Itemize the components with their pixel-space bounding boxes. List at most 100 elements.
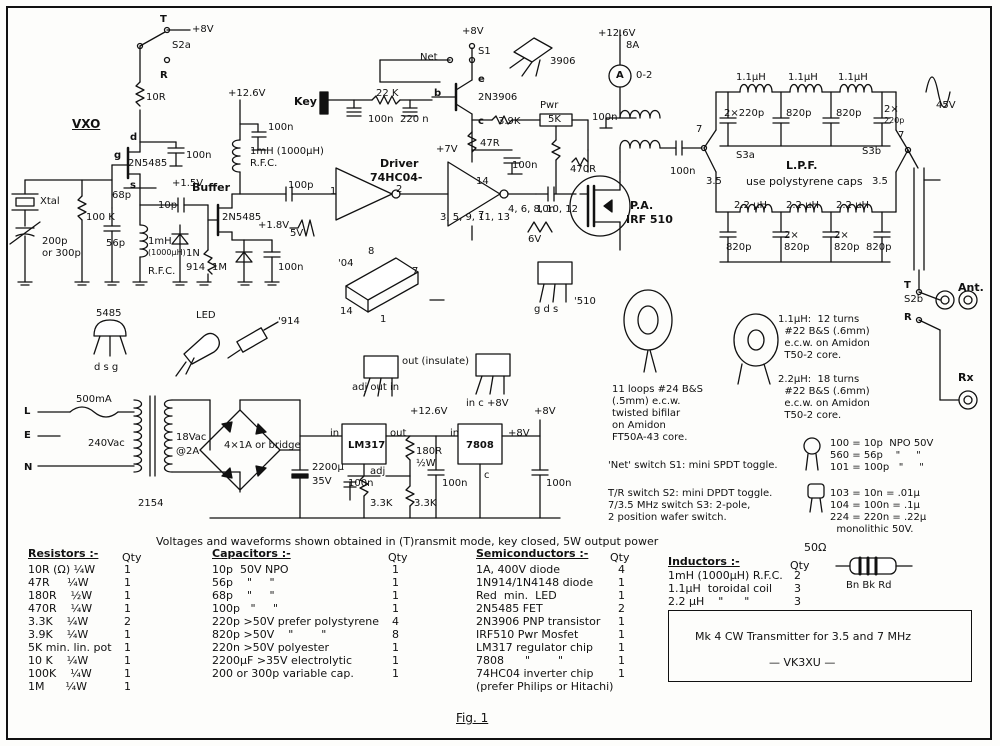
rf-waveform <box>925 76 951 108</box>
resistor-qty: 1 <box>124 563 131 576</box>
lpf-heading: L.P.F. <box>786 159 818 172</box>
label-plus12v-c: +12.6V <box>410 406 448 417</box>
to220-510-sketch <box>537 261 573 303</box>
label-1m: 1M <box>212 262 227 273</box>
label-plus8v-c: +8V <box>508 428 530 439</box>
resistor-3k3-a <box>359 475 369 497</box>
label-t-b: T <box>904 280 911 291</box>
label-in-b: in <box>450 428 460 439</box>
label-2n5485-b: 2N5485 <box>222 212 262 223</box>
rfc-1mh-vxo <box>139 224 149 258</box>
label-2n3906: 2N3906 <box>478 92 518 103</box>
inductor-2u2-c <box>839 203 873 213</box>
resistor-qty: 1 <box>124 589 131 602</box>
resistor-item: 47R ¼W <box>28 576 89 589</box>
semiconductor-item: 1A, 400V diode <box>476 563 561 576</box>
key-jack <box>319 91 329 115</box>
label-out-insulate: out (insulate) <box>402 356 470 367</box>
capacitor-item: 2200µF >35V electrolytic <box>212 654 352 667</box>
label-gate-in: 1 <box>330 186 337 197</box>
inductor-1u1-c <box>839 83 873 93</box>
inductor-qty: 2 <box>794 569 801 582</box>
capacitor-item: 820p >50V " " <box>212 628 327 641</box>
label-s3a: S3a <box>736 150 755 161</box>
transistor-2n3906 <box>439 79 473 115</box>
label-2x-b: 2× <box>784 230 799 241</box>
label-b: b <box>434 88 442 99</box>
label-1mh-b: 1mH <box>148 236 172 247</box>
label-band-7a: 7 <box>696 124 703 135</box>
ammeter-label: A <box>616 70 624 81</box>
capacitor-item: 56p " " <box>212 576 275 589</box>
lpf-bottom-shunt-caps <box>719 211 891 263</box>
cap-disc-sketches <box>803 437 825 513</box>
lpf-top-shunt-caps <box>719 91 891 147</box>
author-text: — VK3XU — <box>769 656 836 669</box>
semis-qty-heading: Qty <box>610 551 630 564</box>
inductors-heading: Inductors :- <box>668 555 740 568</box>
label-22k: 22 K <box>376 88 399 99</box>
label-lm317: LM317 <box>348 440 386 451</box>
capacitor-qty: 4 <box>392 615 399 628</box>
label-10r: 10R <box>146 92 166 103</box>
antenna-socket <box>935 290 955 310</box>
label-ic14: 14 <box>340 306 353 317</box>
label-2a: @2A <box>176 446 200 457</box>
semiconductor-item: 1N914/1N4148 diode <box>476 576 594 589</box>
figure-caption: Fig. 1 <box>456 711 489 725</box>
capacitor-qty: 8 <box>392 628 399 641</box>
label-xtal: Xtal <box>40 196 60 207</box>
label-180r-w: ½W <box>416 458 436 469</box>
capacitor-qty: 1 <box>392 576 399 589</box>
label-in-a: in <box>330 428 340 439</box>
semiconductor-qty: 1 <box>618 628 625 641</box>
label-r: R <box>160 70 168 81</box>
label-100n-b: 100n <box>278 262 304 273</box>
diode-914-sketch <box>227 321 279 359</box>
capacitor-qty: 1 <box>392 563 399 576</box>
label-r-b: R <box>904 312 912 323</box>
lpf-note: use polystyrene caps <box>746 175 863 188</box>
inductor-2u2-note: 2.2µH: 18 turns #22 B&S (.6mm) e.c.w. on… <box>778 374 870 421</box>
switch-s2b <box>915 288 923 296</box>
label-ic8: 8 <box>368 246 375 257</box>
capacitors-heading: Capacitors :- <box>212 547 291 560</box>
semiconductor-qty: 1 <box>618 589 625 602</box>
label-adj: adj <box>370 466 386 477</box>
label-plus12v-a: +12.6V <box>228 88 266 99</box>
semiconductor-item: Red min. LED <box>476 589 557 602</box>
label-1mh: 1mH (1000µH) <box>250 146 324 157</box>
vxo-heading: VXO <box>72 117 101 131</box>
driver-chip-label: 74HC04- <box>370 171 423 184</box>
resistor-22k <box>371 95 401 105</box>
label-10p: 10p <box>158 200 178 211</box>
label-2x-c: 2× <box>834 230 849 241</box>
driver-heading: Driver <box>380 157 419 170</box>
capacitors-qty-heading: Qty <box>388 551 408 564</box>
semiconductor-item: 7808 " " <box>476 654 564 667</box>
label-net: Net <box>420 52 438 63</box>
pa-device-label: IRF 510 <box>626 213 673 226</box>
label-plus8v-d: +8V <box>534 406 556 417</box>
label-pin14: 14 <box>476 176 489 187</box>
label-line-l: L <box>24 406 31 417</box>
reg-lm317-sketch <box>363 355 399 397</box>
label-100n-i: 100n <box>442 478 468 489</box>
label-5v: 5V <box>290 228 304 239</box>
label-100n-c: 100n <box>268 122 294 133</box>
label-gate2-outs: 4, 6, 8, 10, 12 <box>508 204 578 215</box>
inductor-2u2-a <box>739 203 773 213</box>
cap-code-note-b: 103 = 10n = .01µ 104 = 100n = .1µ 224 = … <box>830 488 927 535</box>
transformer <box>133 395 173 477</box>
capacitor-item: 68p " " <box>212 589 275 602</box>
capacitor-qty: 1 <box>392 589 399 602</box>
label-or300p: or 300p <box>42 248 81 259</box>
label-gate2-pins: 3, 5, 9, 11, 13 <box>440 212 510 223</box>
label-fuse8a: 8A <box>626 40 640 51</box>
resistor-item: 3.9K ¼W <box>28 628 89 641</box>
label-ic04: '04 <box>338 258 354 269</box>
semiconductor-qty: 4 <box>618 563 625 576</box>
capacitor-item: 220p >50V prefer polystyrene <box>212 615 380 628</box>
label-220n: 220 n <box>400 114 429 125</box>
